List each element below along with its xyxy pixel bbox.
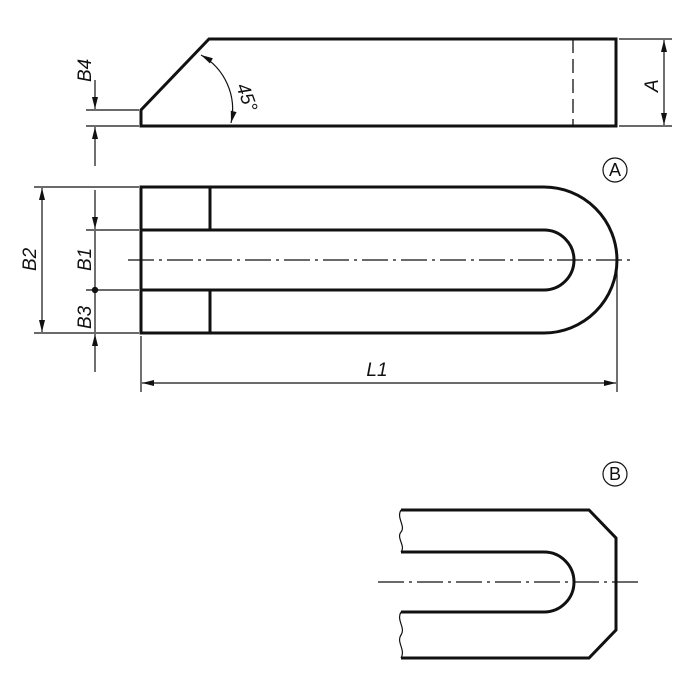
view-a-marker [602,157,628,183]
b4-label: B4 [75,59,96,82]
side-view: 45° A B4 [75,37,672,166]
angle-arc [200,54,237,124]
l1-label: L1 [366,360,387,381]
break-line-upper [398,509,404,553]
side-view-outline [139,37,618,128]
b3-label: B3 [75,305,96,329]
angle-label: 45° [231,81,261,116]
view-b: B [378,461,640,660]
view-b-marker [602,461,628,487]
view-a-label: A [609,160,621,180]
break-line-lower [398,611,404,659]
view-a: A B2 B1 B3 L1 [20,157,634,392]
view-b-label: B [609,464,621,484]
b2-label: B2 [20,247,41,271]
view-a-slot [141,228,576,292]
a-label: A [642,79,663,93]
b1-label: B1 [75,248,96,271]
view-b-outer-outline [401,508,618,660]
